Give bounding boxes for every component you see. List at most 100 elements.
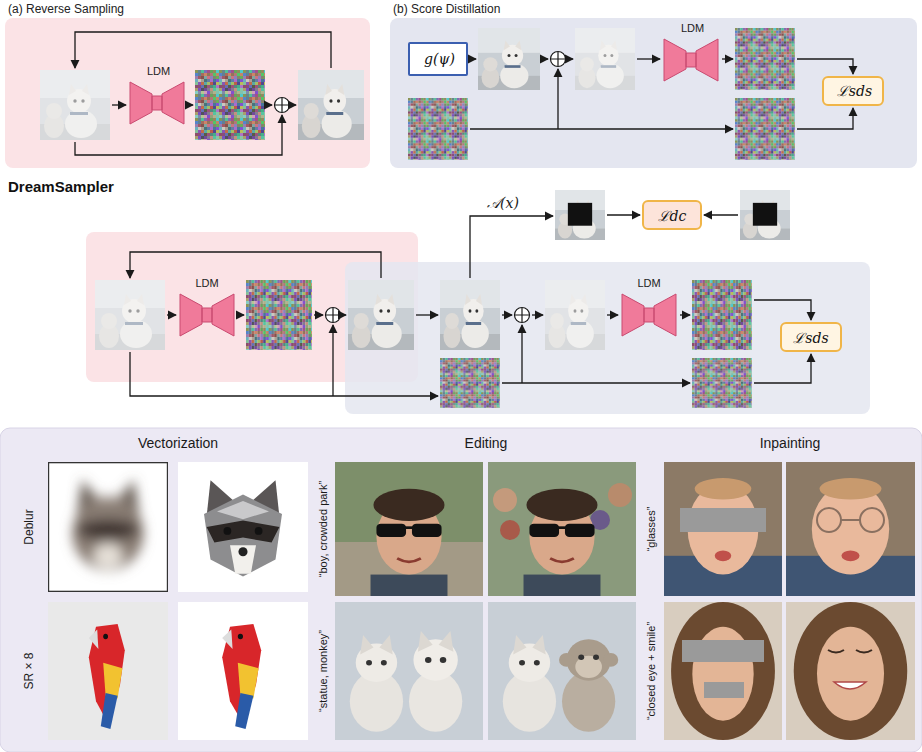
row-label: Deblur [23,509,37,544]
rect-shape [5,18,370,168]
path-shape [167,314,176,315]
ldm-outline [180,294,234,336]
ldm-label: LDM [637,276,660,290]
panel-band: (a) Reverse SamplingLDM [5,2,370,168]
use-shape [551,52,566,67]
box-label: ℒdc [658,206,687,225]
use-shape [326,308,341,323]
path-shape [841,519,860,521]
ldm-shape [178,290,236,340]
ldm-label: LDM [195,276,218,290]
path-shape [754,300,811,320]
use-shape [371,489,448,596]
use-shape [298,70,364,140]
use-shape [735,98,795,160]
use-shape [786,602,915,740]
path-shape [502,314,512,315]
use-shape [408,98,468,160]
path-shape [680,314,690,315]
use-shape [178,462,308,592]
use-shape [555,190,605,240]
use-shape [195,70,265,140]
ldm-network: LDM [128,64,186,128]
use-shape [664,462,782,596]
panel-b-images [408,28,795,160]
path-shape [267,104,272,105]
rect-shape [680,508,766,532]
panel-a-images [40,70,364,140]
path-shape [722,58,733,59]
ldm-shape [620,290,678,340]
circle-shape [608,483,632,507]
box-label: ℒsds [834,84,872,99]
rect-shape [488,462,636,596]
path-shape [130,252,381,278]
use-shape [786,462,915,596]
path-shape [332,325,333,396]
use-shape [275,98,290,113]
diagram-title: DreamSampler [8,178,114,196]
ldm-shape [662,35,720,85]
loss-box: g(ψ) [408,42,468,76]
path-shape [292,104,296,105]
path-shape [470,216,553,278]
rect-shape [345,262,870,414]
path-shape [130,352,438,396]
ldm-label: LDM [144,64,170,78]
box-label: ℒsds [793,328,828,347]
panel-band: (b) Score Distillationg(ψ)LDMℒsds [390,2,917,168]
operator-label: 𝒜(x) [487,195,519,211]
path-shape [502,382,690,383]
column-heading: Inpainting [760,435,821,451]
path-shape [542,58,548,59]
use-shape [89,624,125,729]
path-shape [607,314,618,315]
path-shape [521,325,522,383]
panel-heading: (a) Reverse Sampling [5,2,370,17]
rect-shape [0,428,922,752]
use-shape [40,70,110,140]
path-shape [532,314,543,315]
loss-box: ℒsds [822,76,884,106]
path-shape [637,58,660,59]
use-shape [545,280,605,350]
ldm-outline [130,82,184,124]
loss-box: ℒdc [642,200,702,230]
path-shape [470,128,733,129]
circle-shape [493,488,517,512]
path-shape [238,314,244,315]
rect-shape [390,18,917,168]
ldm-shape [128,78,186,128]
flow-arrows [75,32,853,396]
use-shape [348,280,414,350]
use-shape [350,635,403,732]
use-shape [515,308,530,323]
path-shape [343,314,346,315]
column-heading: Editing [465,435,508,451]
rect-shape [704,682,744,698]
use-shape [575,28,635,90]
use-shape [95,280,165,350]
path-shape [797,108,853,129]
path-shape [754,354,811,383]
use-shape [692,280,752,350]
path-shape [470,58,476,59]
use-shape [478,28,540,90]
path-shape [607,214,640,215]
use-shape [440,280,500,350]
dreamsampler-images [95,190,790,408]
rect-shape [335,602,483,740]
rect-shape [488,602,636,740]
use-shape [246,280,312,350]
use-shape [48,462,168,592]
use-shape [664,602,782,740]
path-shape [188,104,193,105]
use-shape [503,635,556,732]
use-shape [735,28,795,90]
path-shape [797,59,853,74]
ldm-network: LDM [620,276,678,340]
use-shape [559,639,618,731]
box-label: g(ψ) [421,52,455,67]
path-shape [75,32,331,68]
